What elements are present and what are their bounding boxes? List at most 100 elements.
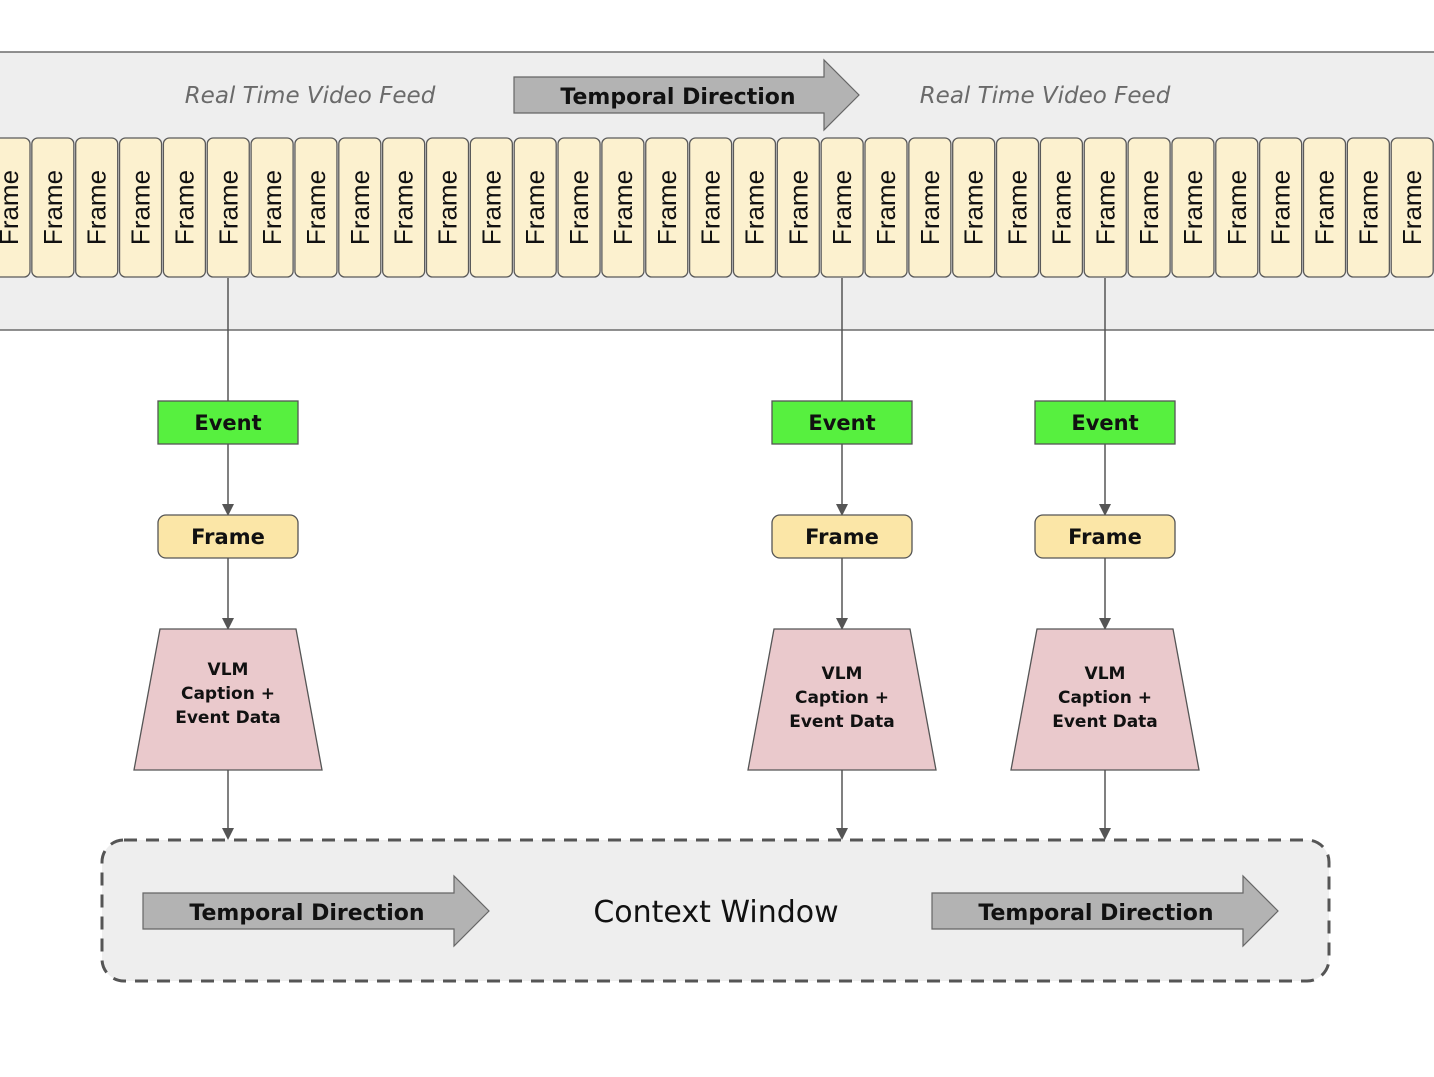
strip-frame-label: Frame: [1178, 170, 1208, 245]
vlm-caption-line: Event Data: [789, 712, 895, 732]
strip-frame: Frame: [820, 137, 864, 278]
strip-frame: Frame: [1171, 137, 1215, 278]
strip-frame-label: Frame: [652, 170, 682, 245]
vlm-block: VLM Caption + Event Data: [747, 628, 937, 771]
temporal-direction-arrow-left: Temporal Direction: [142, 874, 490, 948]
strip-frame-label: Frame: [0, 170, 24, 245]
strip-frame: Frame: [864, 137, 908, 278]
strip-frame: Frame: [31, 137, 75, 278]
strip-frame: Frame: [294, 137, 338, 278]
event-box: Event: [157, 400, 299, 445]
strip-frame: Frame: [732, 137, 777, 278]
context-window: Context Window Temporal Direction Tempor…: [100, 838, 1331, 983]
strip-frame-label: Frame: [38, 170, 68, 245]
strip-frame: Frame: [425, 137, 470, 278]
strip-frame-label: Frame: [564, 170, 594, 245]
strip-frame: Frame: [250, 137, 294, 278]
strip-frame: Frame: [995, 137, 1040, 278]
strip-frame: Frame: [1127, 137, 1171, 278]
context-window-title: Context Window: [593, 895, 838, 930]
strip-frame-label: Frame: [213, 170, 243, 245]
strip-frame: Frame: [908, 137, 952, 278]
vlm-block: VLM Caption + Event Data: [1010, 628, 1200, 771]
strip-frame-label: Frame: [433, 170, 463, 245]
strip-frame: Frame: [1346, 137, 1390, 278]
strip-frame-label: Frame: [82, 170, 112, 245]
strip-frame-label: Frame: [301, 170, 331, 245]
strip-frame: Frame: [1039, 137, 1084, 278]
strip-frame-label: Frame: [169, 170, 199, 245]
temporal-direction-arrow-right: Temporal Direction: [931, 874, 1279, 948]
strip-frame-label: Frame: [1003, 170, 1033, 245]
strip-frame: Frame: [118, 137, 163, 278]
strip-frame: Frame: [645, 137, 689, 278]
event-label: Event: [1071, 411, 1138, 435]
frame-label: Frame: [1068, 525, 1142, 549]
video-feed-band: Real Time Video Feed Real Time Video Fee…: [0, 51, 1434, 331]
strip-frame: Frame: [1215, 137, 1259, 278]
vlm-caption-line: Caption +: [181, 684, 275, 704]
strip-frame-label: Frame: [476, 170, 506, 245]
video-feed-label-right: Real Time Video Feed: [920, 83, 1171, 109]
strip-frame-label: Frame: [1090, 170, 1120, 245]
strip-frame-label: Frame: [1353, 170, 1383, 245]
strip-frame-label: Frame: [1397, 170, 1427, 245]
strip-frame: Frame: [0, 137, 31, 278]
event-label: Event: [194, 411, 261, 435]
strip-frame: Frame: [1083, 137, 1127, 278]
strip-frame-label: Frame: [827, 170, 857, 245]
video-feed-label-left: Real Time Video Feed: [185, 83, 436, 109]
strip-frame: Frame: [1302, 137, 1347, 278]
frame-box: Frame: [1034, 514, 1176, 559]
strip-frame-label: Frame: [1266, 170, 1296, 245]
strip-frame-label: Frame: [1310, 170, 1340, 245]
strip-frame: Frame: [1390, 137, 1434, 278]
vlm-caption-line: VLM: [822, 664, 863, 684]
temporal-direction-arrow-top: Temporal Direction: [513, 58, 860, 132]
temporal-direction-label-left: Temporal Direction: [189, 901, 424, 926]
event-label: Event: [808, 411, 875, 435]
strip-frame: Frame: [206, 137, 250, 278]
vlm-caption-line: Caption +: [795, 688, 889, 708]
vlm-caption-line: Caption +: [1058, 688, 1152, 708]
strip-frame: Frame: [381, 137, 426, 278]
strip-frame-label: Frame: [696, 170, 726, 245]
strip-frame: Frame: [557, 137, 601, 278]
strip-frame-label: Frame: [520, 170, 550, 245]
strip-frame: Frame: [162, 137, 207, 278]
strip-frame-label: Frame: [1222, 170, 1252, 245]
vlm-caption-line: Event Data: [175, 708, 281, 728]
strip-frame-label: Frame: [389, 170, 419, 245]
strip-frame: Frame: [688, 137, 733, 278]
strip-frame: Frame: [75, 137, 119, 278]
strip-frame-label: Frame: [959, 170, 989, 245]
frame-label: Frame: [805, 525, 879, 549]
strip-frame-label: Frame: [871, 170, 901, 245]
strip-frame: Frame: [513, 137, 557, 278]
vlm-caption-line: VLM: [1085, 664, 1126, 684]
event-box: Event: [771, 400, 913, 445]
strip-frame-label: Frame: [126, 170, 156, 245]
strip-frame-label: Frame: [915, 170, 945, 245]
vlm-caption-line: Event Data: [1052, 712, 1158, 732]
strip-frame-label: Frame: [345, 170, 375, 245]
strip-frame: Frame: [601, 137, 645, 278]
strip-frame-label: Frame: [1134, 170, 1164, 245]
vlm-block: VLM Caption + Event Data: [133, 628, 323, 771]
strip-frame-label: Frame: [739, 170, 769, 245]
vlm-caption-line: VLM: [208, 660, 249, 680]
frame-label: Frame: [191, 525, 265, 549]
strip-frame-label: Frame: [783, 170, 813, 245]
strip-frame: Frame: [338, 137, 382, 278]
strip-frame-label: Frame: [1046, 170, 1076, 245]
temporal-direction-label-top: Temporal Direction: [560, 85, 795, 110]
strip-frame: Frame: [776, 137, 820, 278]
frame-box: Frame: [157, 514, 299, 559]
strip-frame: Frame: [1259, 137, 1303, 278]
event-box: Event: [1034, 400, 1176, 445]
